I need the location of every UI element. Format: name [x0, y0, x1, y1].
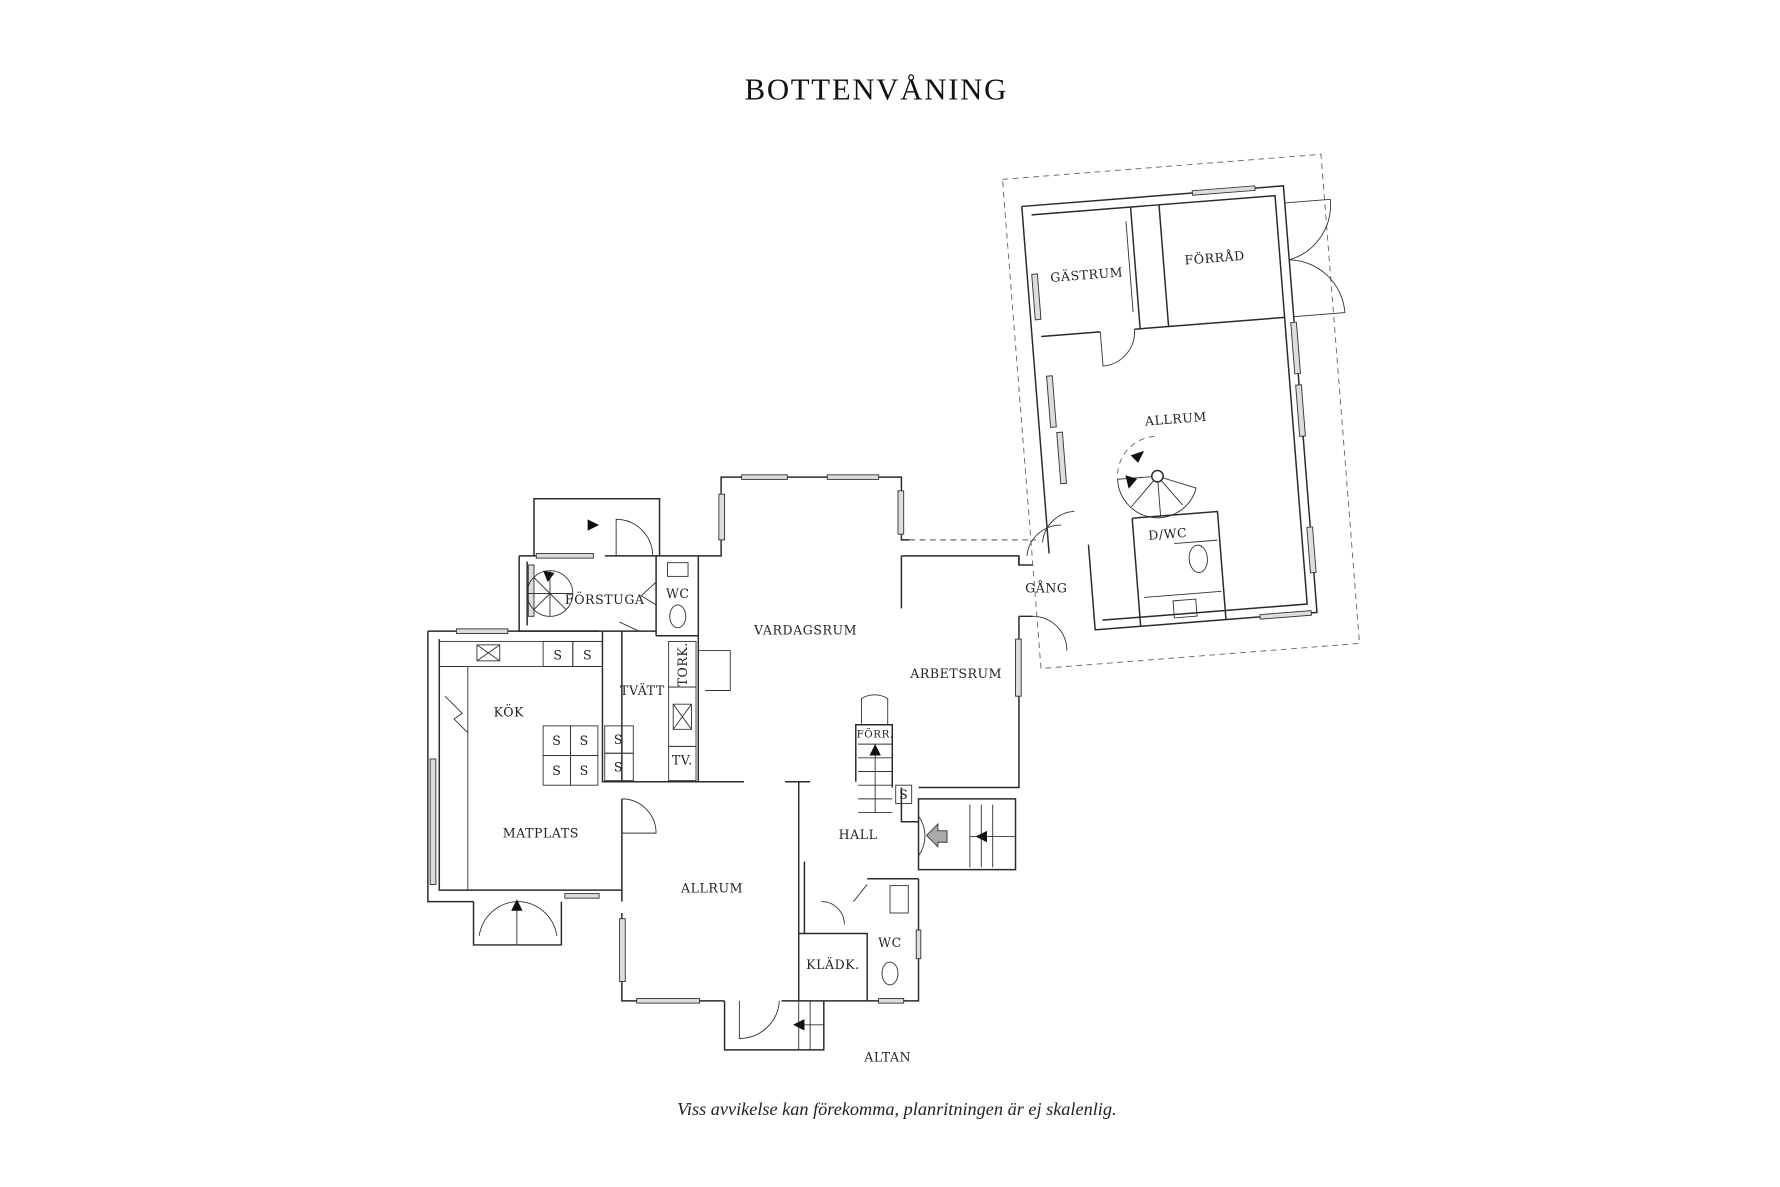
- room-label-gang: GÅNG: [1025, 580, 1067, 595]
- cabinet-label: S: [580, 763, 589, 778]
- room-label-forstuga: FÖRSTUGA: [565, 591, 645, 607]
- annex-building: GÄSTRUM FÖRRÅD ALLRUM D/WC: [1001, 153, 1360, 669]
- room-label-matplats: MATPLATS: [503, 826, 579, 841]
- room-label-dwc: D/WC: [1148, 525, 1188, 543]
- spiral-stair-icon: [1117, 435, 1197, 519]
- cabinet-label: S: [614, 732, 623, 747]
- entry-arrow-icon: [975, 830, 987, 843]
- sink-icon: [667, 562, 689, 577]
- main-entrance-arrow-icon: [925, 822, 948, 848]
- cabinet-label: S: [583, 648, 592, 663]
- stair-arrow-icon: [869, 744, 881, 756]
- cabinet-label: S: [580, 733, 589, 748]
- cabinets-island: S S S S S S: [542, 725, 634, 786]
- room-label-kladk: KLÄDK.: [806, 956, 860, 972]
- room-label-forrad: FÖRRÅD: [1184, 247, 1246, 268]
- sink-icon: [889, 885, 909, 914]
- stove-icon: [476, 644, 501, 662]
- room-label-tv: TV.: [672, 753, 693, 768]
- room-label-allrum: ALLRUM: [680, 880, 743, 895]
- room-label-forr: FÖRR.: [857, 726, 894, 740]
- shower-icon: [672, 703, 692, 730]
- room-label-tork: TORK.: [675, 642, 690, 686]
- room-label-kok: KÖK: [494, 704, 524, 720]
- entry-arrow-icon: [511, 899, 523, 911]
- room-label-vardagsrum: VARDAGSRUM: [753, 623, 857, 638]
- room-label-wc: WC: [666, 586, 690, 601]
- cabinet-label: S: [552, 733, 561, 748]
- fireplace-icon: [698, 650, 731, 691]
- room-label-hall: HALL: [839, 827, 878, 842]
- toilet-icon: [881, 961, 899, 986]
- cabinet-label: S: [553, 648, 562, 663]
- spiral-stair-icon: [526, 570, 574, 617]
- disclaimer-note: Viss avvikelse kan förekomma, planritnin…: [677, 1099, 1116, 1119]
- cabinets-top: S S: [542, 640, 603, 667]
- room-label-gastrum: GÄSTRUM: [1050, 263, 1124, 285]
- room-label-arbetsrum: ARBETSRUM: [909, 666, 1002, 681]
- cabinet-label: S: [614, 760, 623, 775]
- room-label-altan: ALTAN: [863, 1049, 911, 1064]
- toilet-icon: [669, 604, 687, 629]
- cabinet-label: S: [552, 763, 561, 778]
- entry-arrow-icon: [543, 519, 600, 531]
- toilet-icon: [1188, 544, 1208, 573]
- entry-arrow-icon: [793, 1019, 805, 1031]
- room-label-tvatt: TVÄTT: [620, 682, 665, 698]
- fridge-icon: [444, 695, 469, 734]
- room-label-wc: WC: [878, 935, 902, 950]
- plan-title: BOTTENVÅNING: [745, 72, 1008, 106]
- cabinet-label: S: [899, 787, 908, 802]
- main-house: S S S S S S S S: [427, 474, 1068, 1064]
- room-label-allrum-annex: ALLRUM: [1143, 409, 1207, 429]
